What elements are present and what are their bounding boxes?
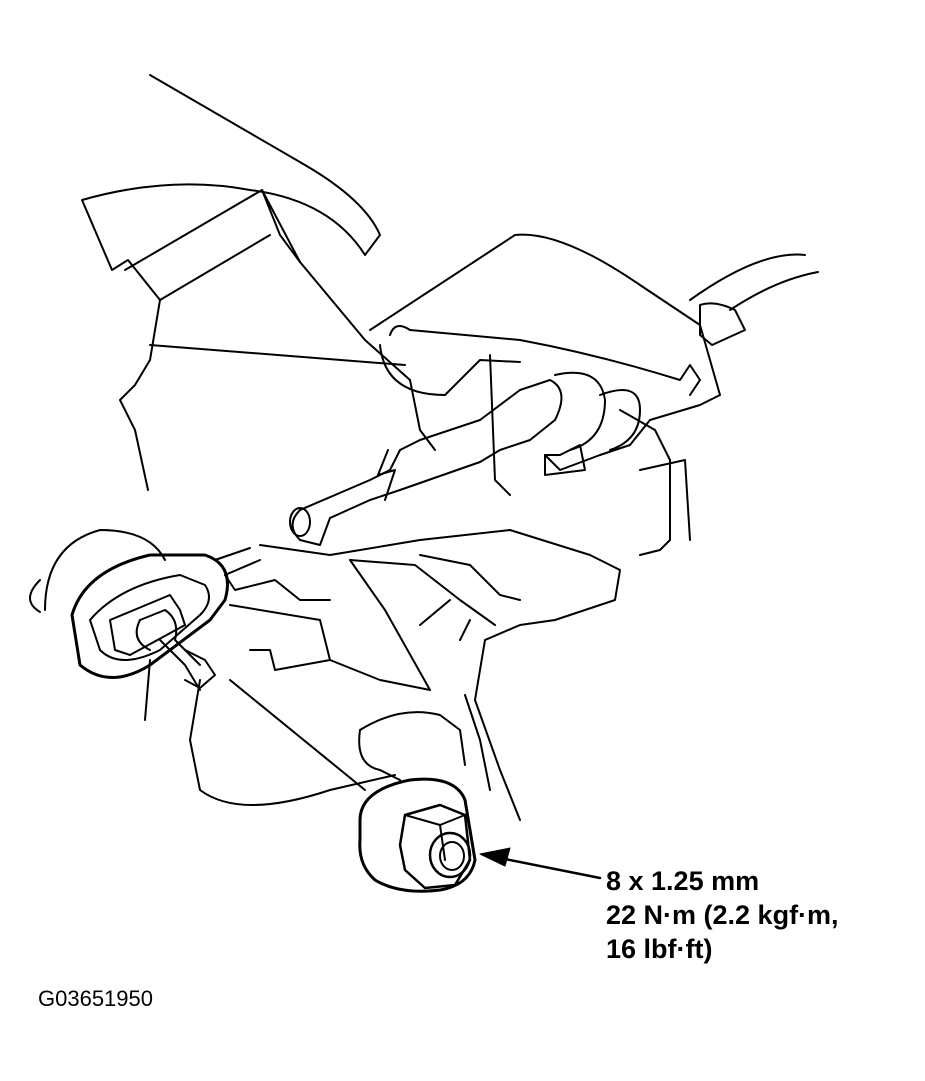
lever-pin-assembly (30, 530, 260, 720)
callout-leader (480, 848, 600, 878)
bolt-size-label: 8 x 1.25 mm (606, 866, 760, 896)
figure-id: G03651950 (38, 986, 153, 1011)
lower-bracket (190, 530, 620, 820)
cable-bracket (370, 235, 720, 555)
shift-cable (690, 255, 818, 345)
hex-flange-bolt (360, 779, 475, 891)
torque-spec-label: 22 N·m (2.2 kgf·m, (606, 900, 839, 930)
body-panel-outline (82, 75, 410, 490)
torque-spec-imperial-label: 16 lbf·ft) (606, 934, 713, 964)
cable-end-rod (290, 380, 561, 545)
